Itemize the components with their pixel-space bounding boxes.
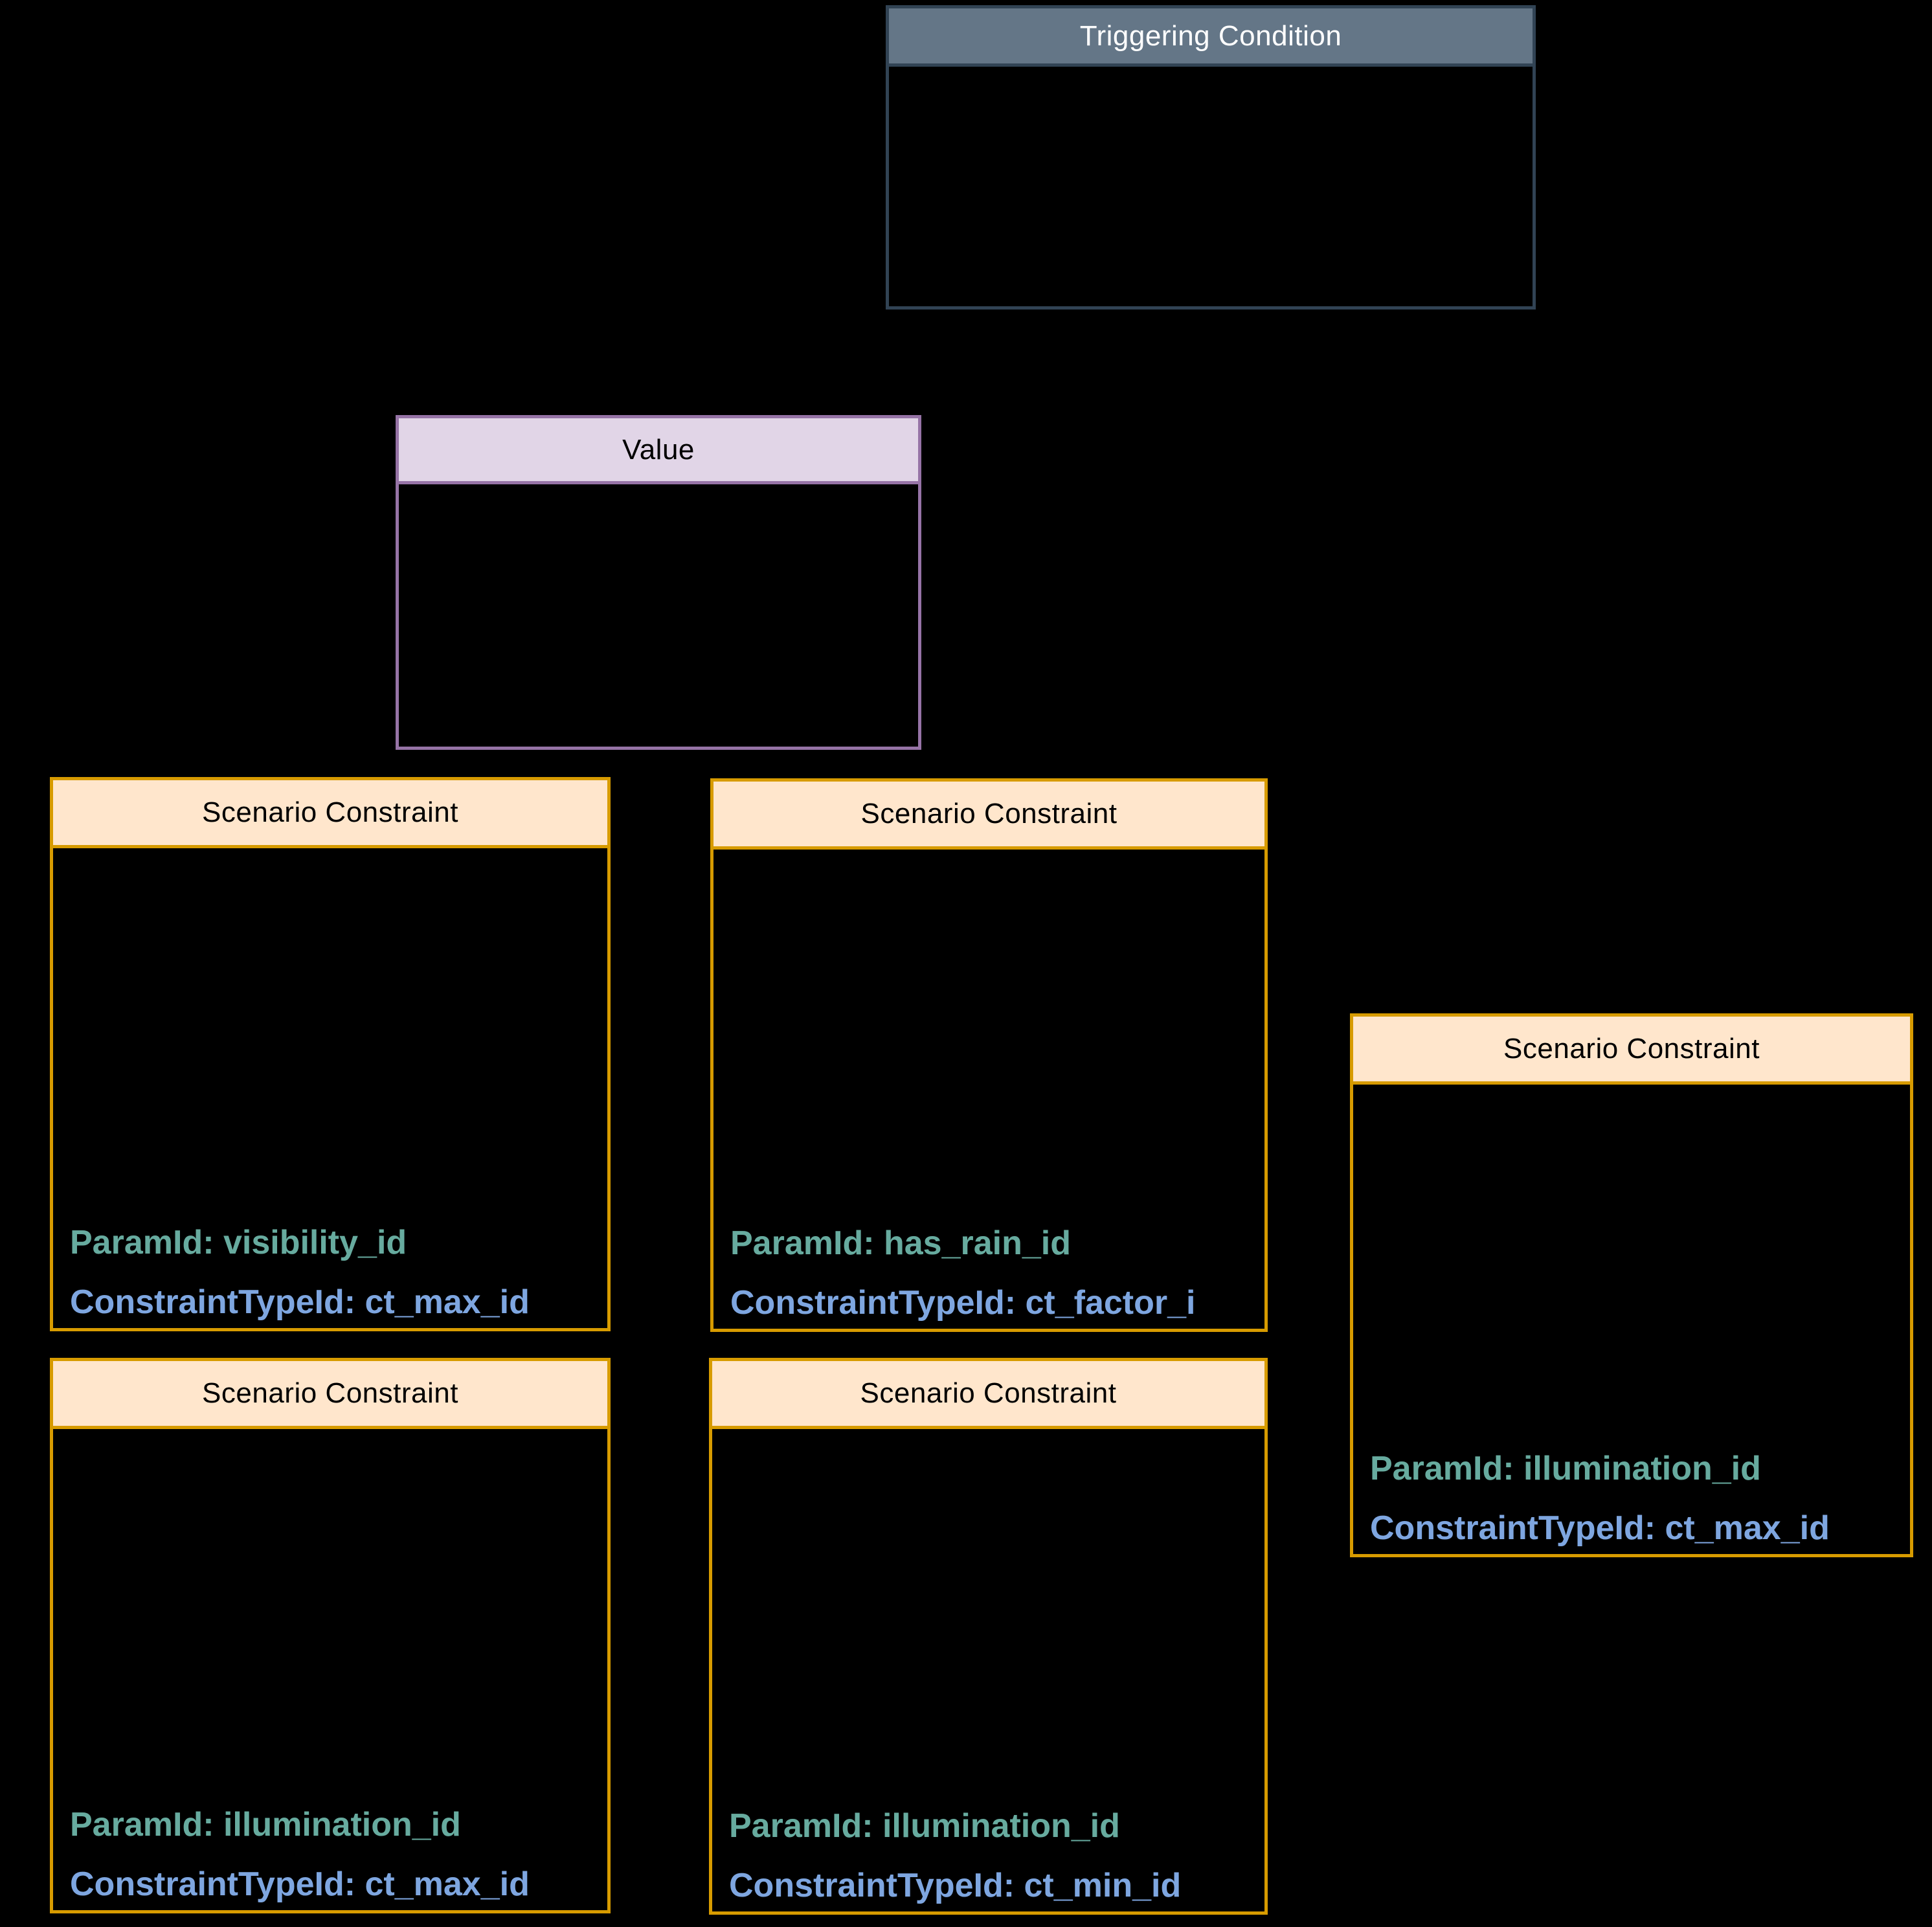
entity-scenario-constraint-2[interactable]: Scenario Constraint ParamId: has_rain_id… bbox=[710, 778, 1268, 1332]
entity-scenario-constraint-5[interactable]: Scenario Constraint ParamId: illuminatio… bbox=[709, 1358, 1268, 1915]
entity-attributes: ParamId: illumination_id ConstraintTypeI… bbox=[1370, 1452, 1910, 1545]
entity-attributes: ParamId: has_rain_id ConstraintTypeId: c… bbox=[730, 1226, 1264, 1320]
attribute-paramid: ParamId: illumination_id bbox=[1370, 1450, 1761, 1487]
entity-header: Triggering Condition bbox=[889, 8, 1533, 67]
entity-header: Scenario Constraint bbox=[1353, 1017, 1910, 1085]
entity-title: Scenario Constraint bbox=[1503, 1033, 1760, 1065]
entity-header: Scenario Constraint bbox=[713, 782, 1264, 850]
entity-header: Scenario Constraint bbox=[53, 780, 607, 848]
entity-triggering-condition[interactable]: Triggering Condition bbox=[886, 5, 1536, 310]
entity-title: Scenario Constraint bbox=[202, 796, 458, 828]
entity-header: Value bbox=[399, 418, 918, 484]
attribute-paramid: ParamId: illumination_id bbox=[729, 1807, 1120, 1845]
attribute-constrainttypeid: ConstraintTypeId: ct_min_id bbox=[729, 1867, 1182, 1904]
entity-title: Scenario Constraint bbox=[860, 798, 1118, 829]
attribute-constrainttypeid: ConstraintTypeId: ct_max_id bbox=[70, 1865, 530, 1903]
entity-title: Scenario Constraint bbox=[860, 1377, 1117, 1409]
entity-attributes: ParamId: illumination_id ConstraintTypeI… bbox=[729, 1809, 1264, 1902]
entity-header: Scenario Constraint bbox=[712, 1361, 1264, 1429]
entity-header: Scenario Constraint bbox=[53, 1361, 607, 1429]
entity-attributes: ParamId: illumination_id ConstraintTypeI… bbox=[70, 1808, 607, 1901]
entity-scenario-constraint-4[interactable]: Scenario Constraint ParamId: illuminatio… bbox=[50, 1358, 611, 1913]
entity-value[interactable]: Value bbox=[396, 415, 921, 750]
attribute-paramid: ParamId: visibility_id bbox=[70, 1224, 407, 1261]
entity-title: Value bbox=[622, 434, 695, 466]
attribute-constrainttypeid: ConstraintTypeId: ct_factor_i bbox=[730, 1284, 1196, 1322]
entity-scenario-constraint-1[interactable]: Scenario Constraint ParamId: visibility_… bbox=[50, 777, 611, 1331]
attribute-paramid: ParamId: has_rain_id bbox=[730, 1224, 1071, 1262]
attribute-constrainttypeid: ConstraintTypeId: ct_max_id bbox=[1370, 1509, 1830, 1547]
entity-scenario-constraint-3[interactable]: Scenario Constraint ParamId: illuminatio… bbox=[1350, 1013, 1913, 1557]
entity-attributes: ParamId: visibility_id ConstraintTypeId:… bbox=[70, 1226, 607, 1319]
attribute-paramid: ParamId: illumination_id bbox=[70, 1806, 461, 1843]
attribute-constrainttypeid: ConstraintTypeId: ct_max_id bbox=[70, 1283, 530, 1321]
entity-title: Triggering Condition bbox=[1079, 20, 1342, 52]
entity-title: Scenario Constraint bbox=[202, 1377, 458, 1409]
